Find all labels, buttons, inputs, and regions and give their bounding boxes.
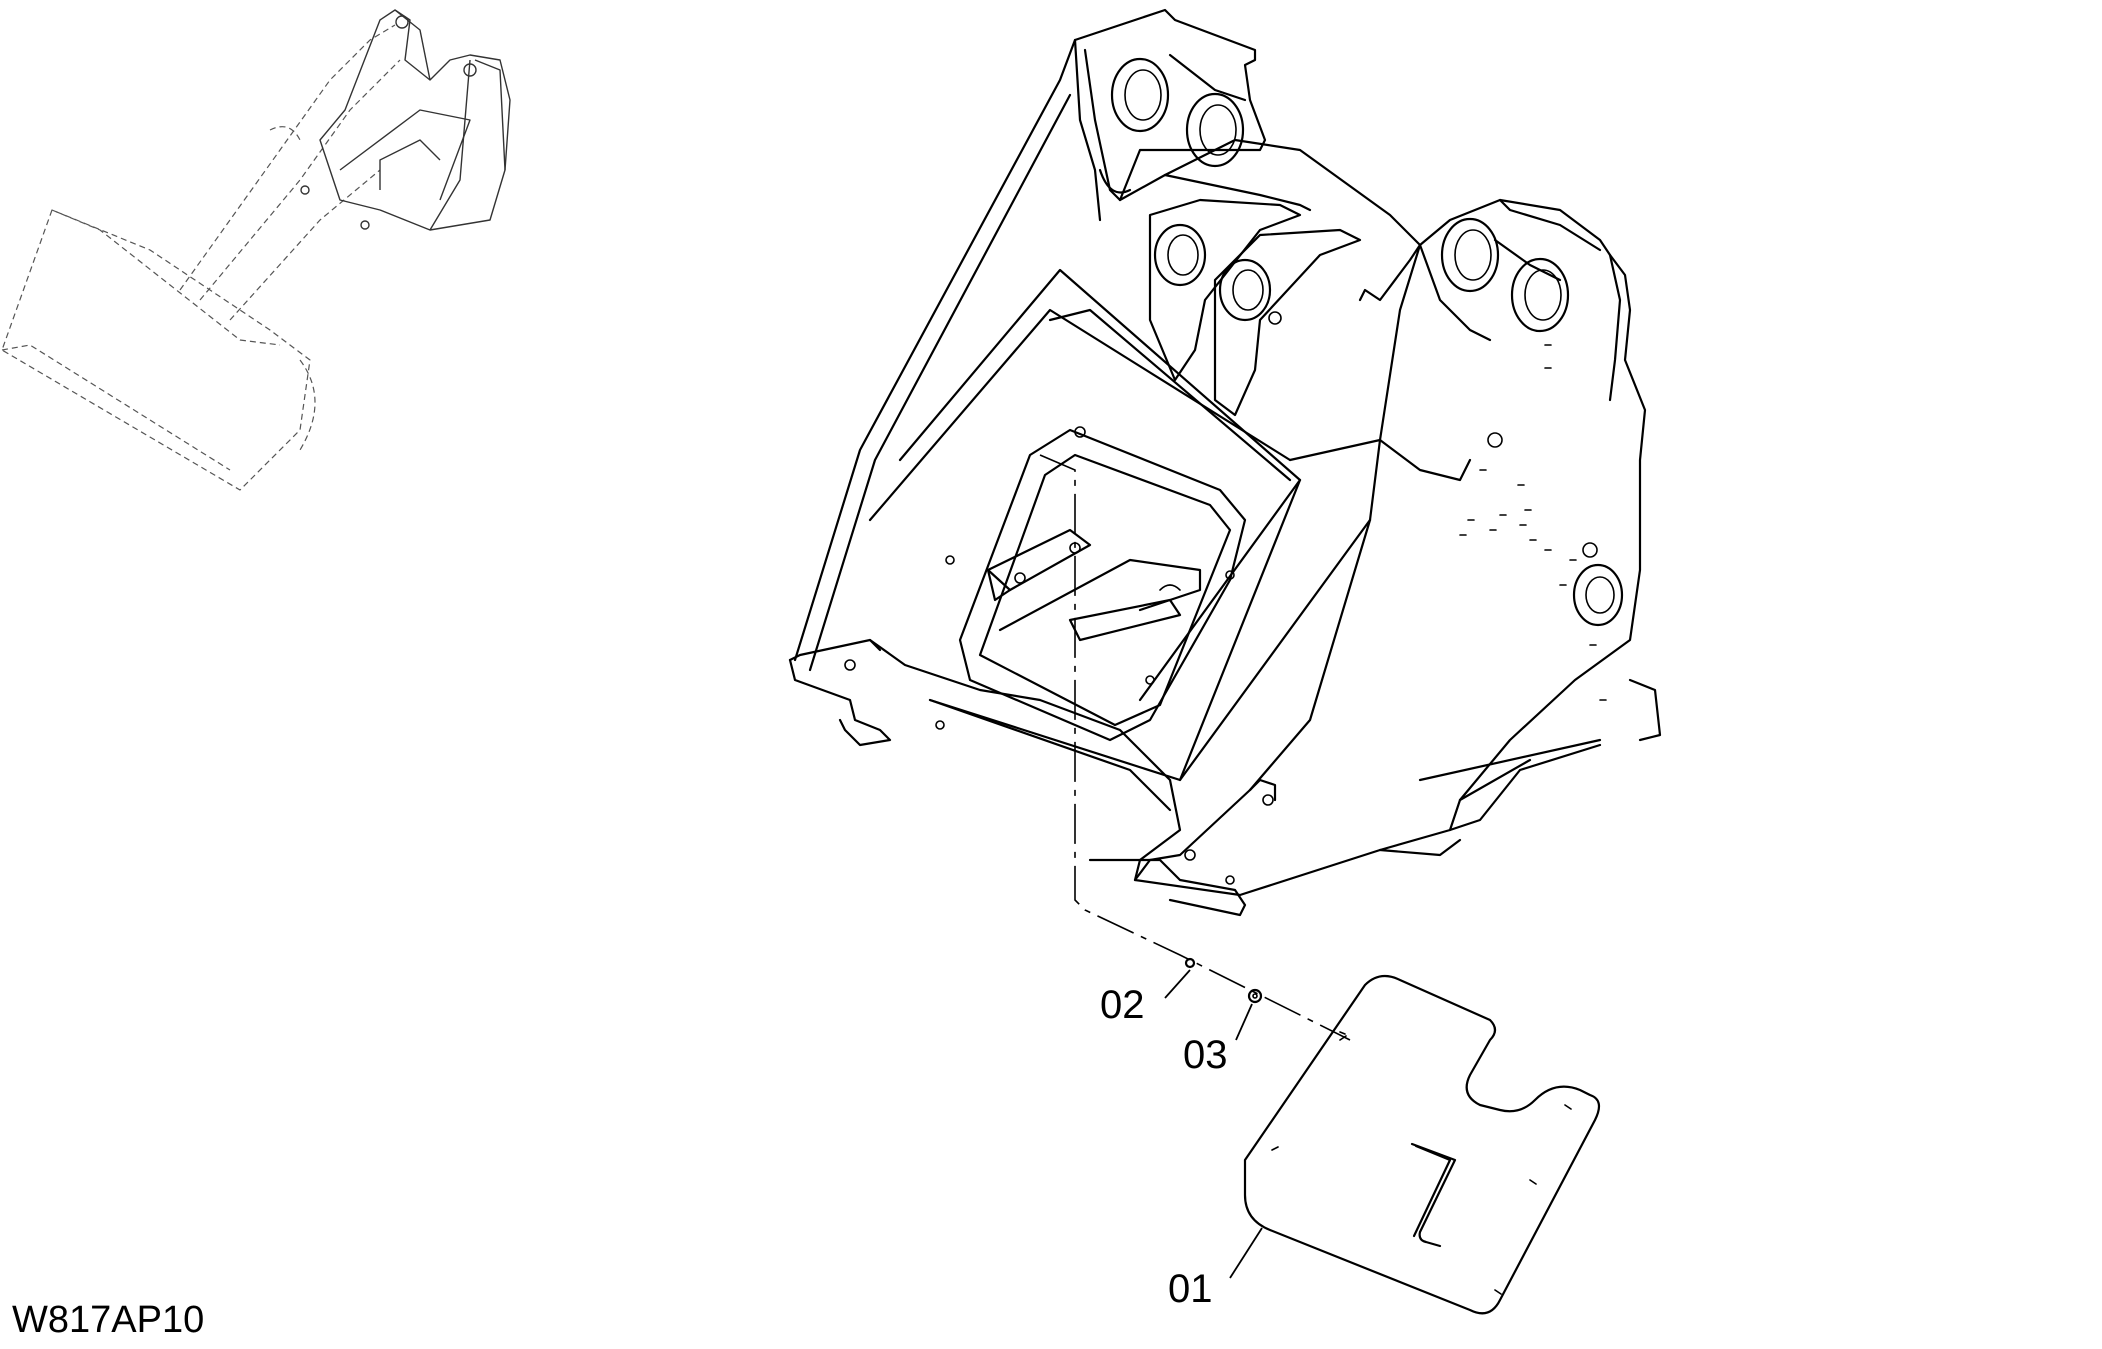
washer-icon <box>1247 988 1263 1004</box>
leader-02 <box>1164 969 1191 999</box>
callout-02: 02 <box>1100 983 1145 1027</box>
callout-03: 03 <box>1183 1033 1228 1077</box>
leader-01 <box>1229 1227 1263 1279</box>
assembly-center-line <box>1039 454 1351 1041</box>
bolt-icon <box>1184 957 1196 969</box>
figure-id: W817AP10 <box>12 1299 204 1341</box>
wheel-loader-overview-icon <box>1 9 511 491</box>
cover-plate-icon <box>1243 974 1601 1315</box>
leader-03 <box>1235 1003 1253 1041</box>
callout-01: 01 <box>1168 1267 1213 1311</box>
front-frame-icon <box>788 8 1662 917</box>
